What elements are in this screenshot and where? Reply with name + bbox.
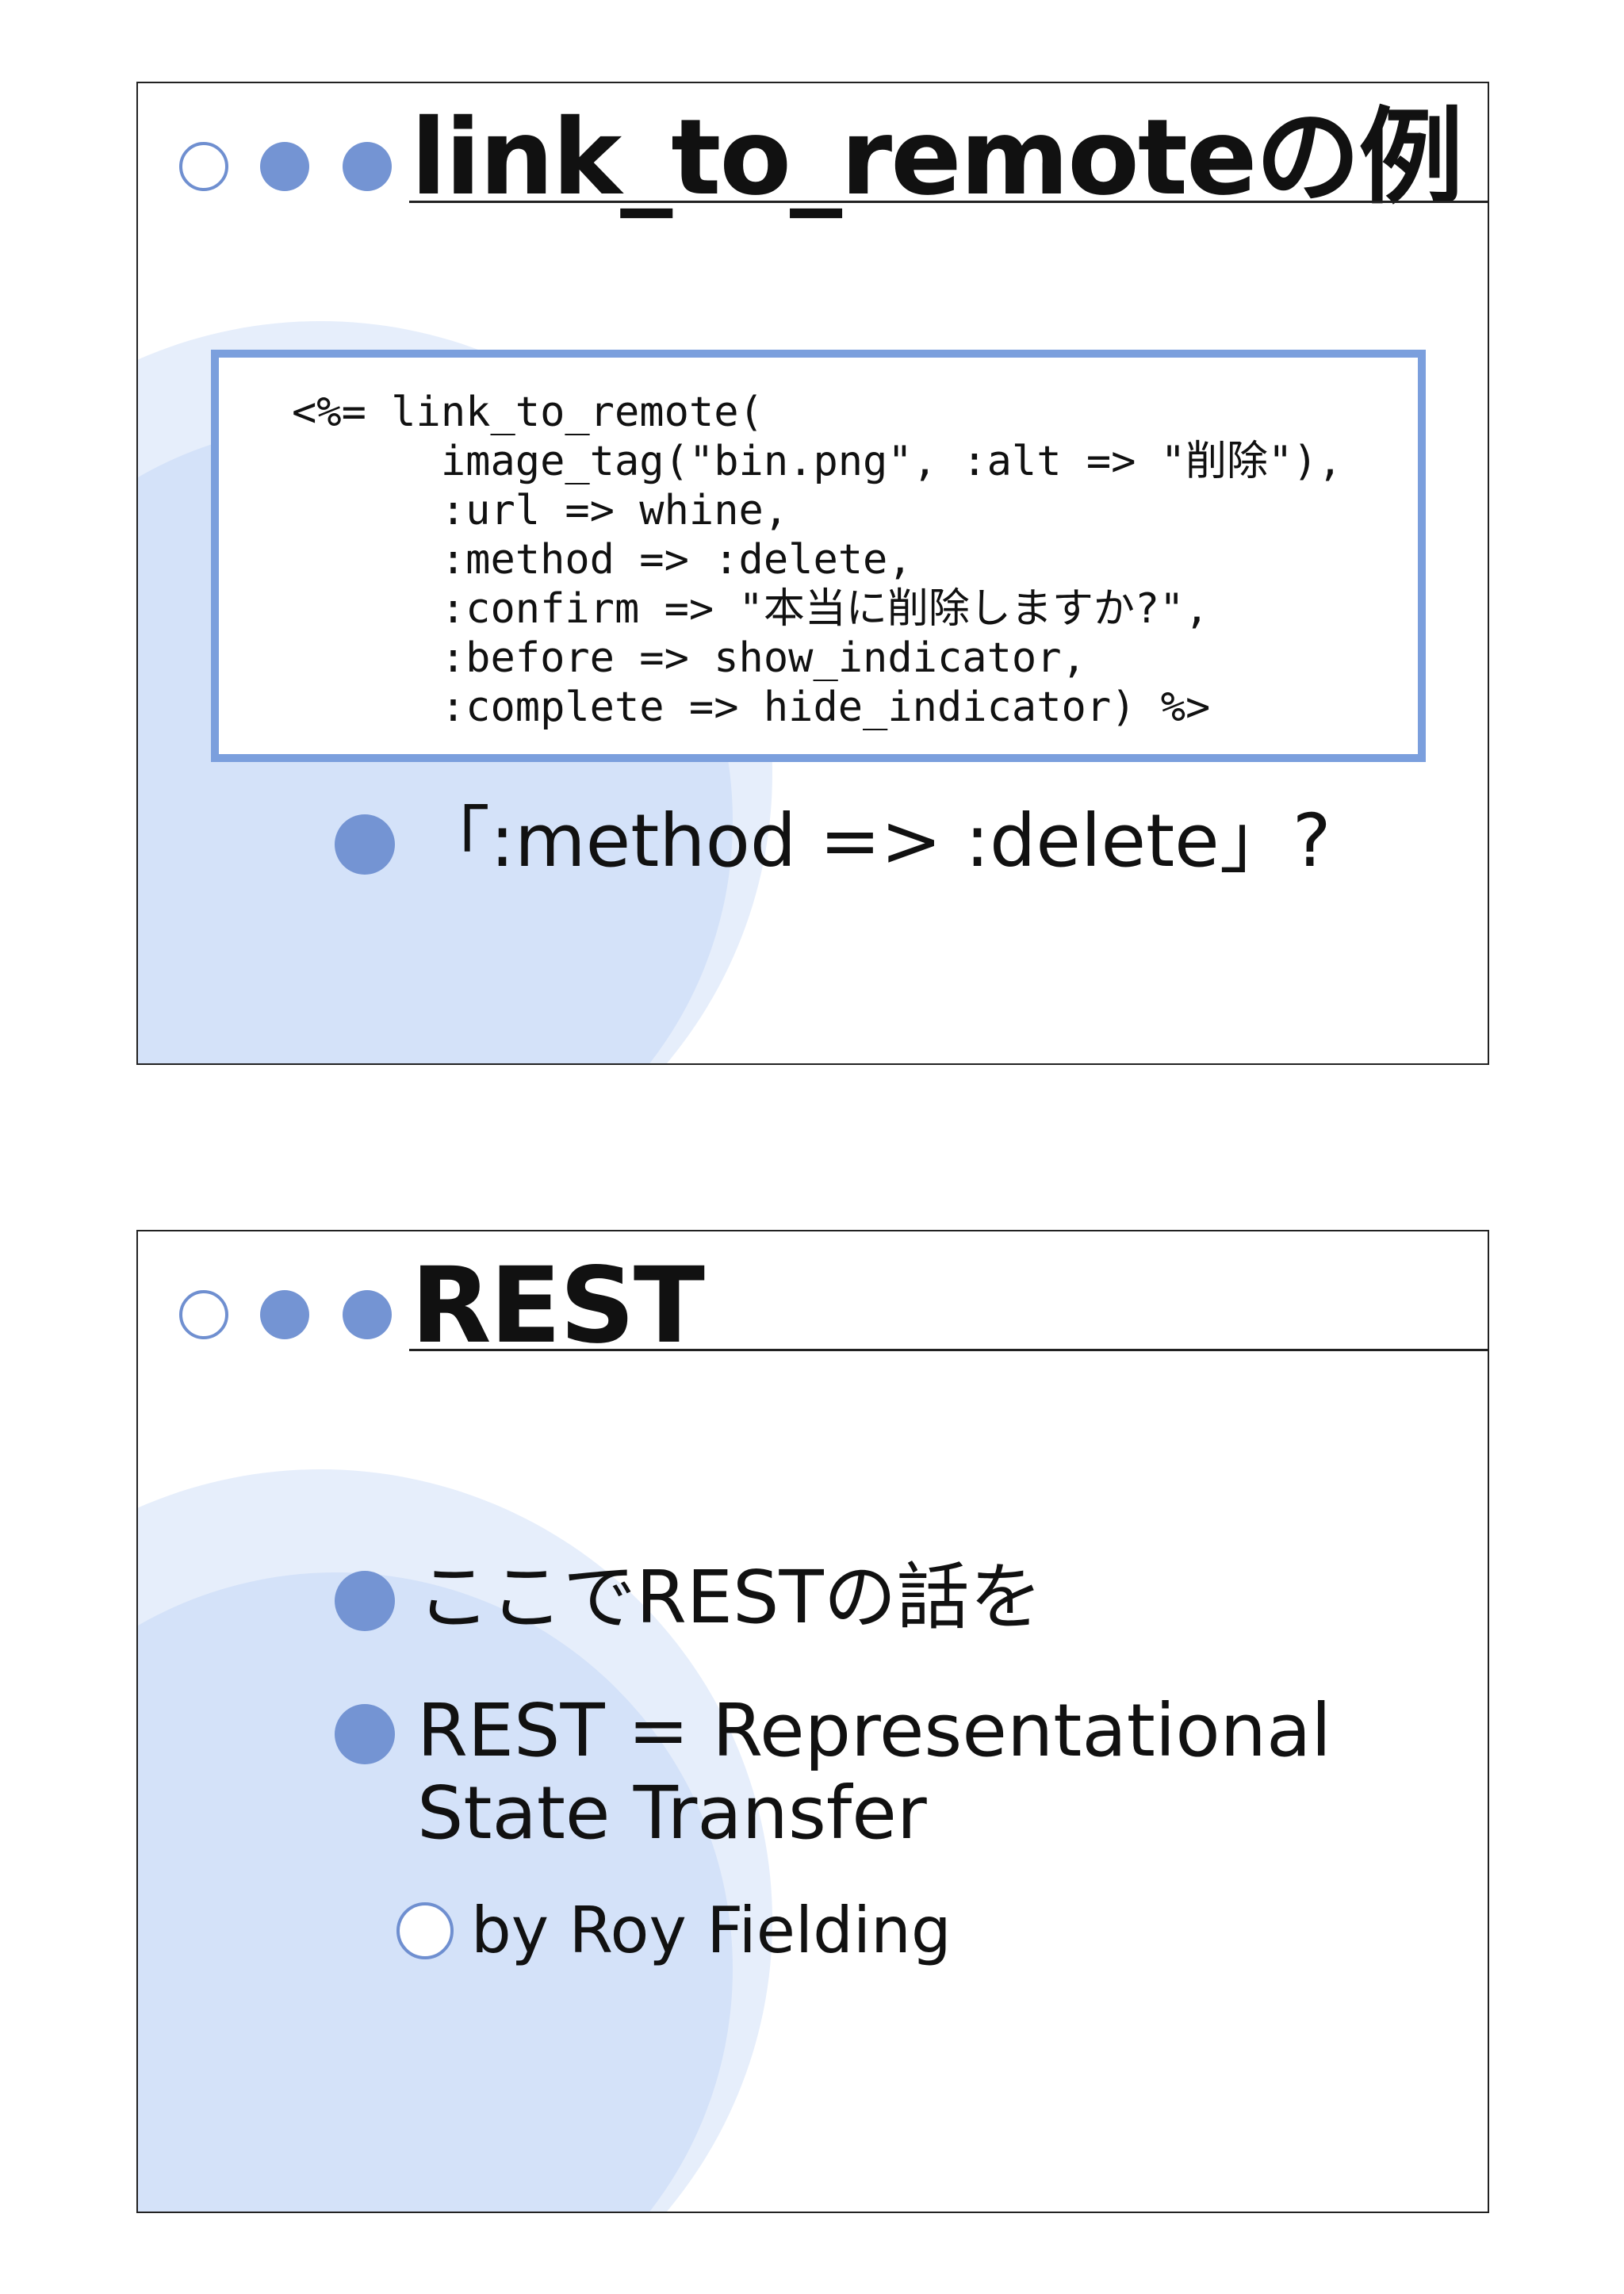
bullet-text: 「:method => :delete」? bbox=[417, 798, 1331, 883]
code-line: <%= link_to_remote( bbox=[292, 389, 764, 436]
title-underline bbox=[409, 201, 1488, 203]
hollow-circle-icon bbox=[179, 142, 228, 191]
code-block: <%= link_to_remote( image_tag("bin.png",… bbox=[211, 350, 1426, 762]
sub-bullet-item: by Roy Fielding bbox=[396, 1893, 952, 1969]
bullet-text-line: State Transfer bbox=[417, 1771, 927, 1855]
filled-circle-icon bbox=[260, 142, 309, 191]
filled-circle-icon bbox=[343, 1290, 392, 1339]
bullet-circle-icon bbox=[335, 814, 395, 875]
code-line: :complete => hide_indicator) %> bbox=[292, 684, 1211, 731]
code-line: :url => whine, bbox=[292, 487, 789, 534]
code-line: :before => show_indicator, bbox=[292, 634, 1086, 682]
bullet-text-line: REST = Representational bbox=[417, 1688, 1331, 1773]
slide-link-to-remote: link_to_remoteの例 <%= link_to_remote( ima… bbox=[136, 82, 1489, 1065]
bullet-text: REST = Representational State Transfer bbox=[417, 1690, 1331, 1855]
slide-rest: REST ここでRESTの話を REST = Representational … bbox=[136, 1230, 1489, 2213]
filled-circle-icon bbox=[343, 142, 392, 191]
bullet-item: REST = Representational State Transfer bbox=[335, 1690, 1331, 1855]
hollow-circle-icon bbox=[179, 1290, 228, 1339]
code-line: :confirm => "本当に削除しますか?", bbox=[292, 585, 1209, 633]
bullet-item: 「:method => :delete」? bbox=[335, 800, 1331, 883]
code-line: :method => :delete, bbox=[292, 536, 913, 584]
slide-title: REST bbox=[411, 1245, 705, 1367]
bullet-circle-icon bbox=[335, 1571, 395, 1631]
bullet-item: ここでRESTの話を bbox=[335, 1557, 1043, 1639]
bullet-circle-icon bbox=[335, 1704, 395, 1764]
bullet-text: ここでRESTの話を bbox=[417, 1555, 1043, 1640]
hollow-bullet-icon bbox=[396, 1902, 454, 1959]
title-underline bbox=[409, 1349, 1488, 1351]
filled-circle-icon bbox=[260, 1290, 309, 1339]
sub-bullet-text: by Roy Fielding bbox=[471, 1894, 952, 1967]
code-line: image_tag("bin.png", :alt => "削除"), bbox=[292, 438, 1342, 485]
slide-title: link_to_remoteの例 bbox=[411, 97, 1464, 219]
